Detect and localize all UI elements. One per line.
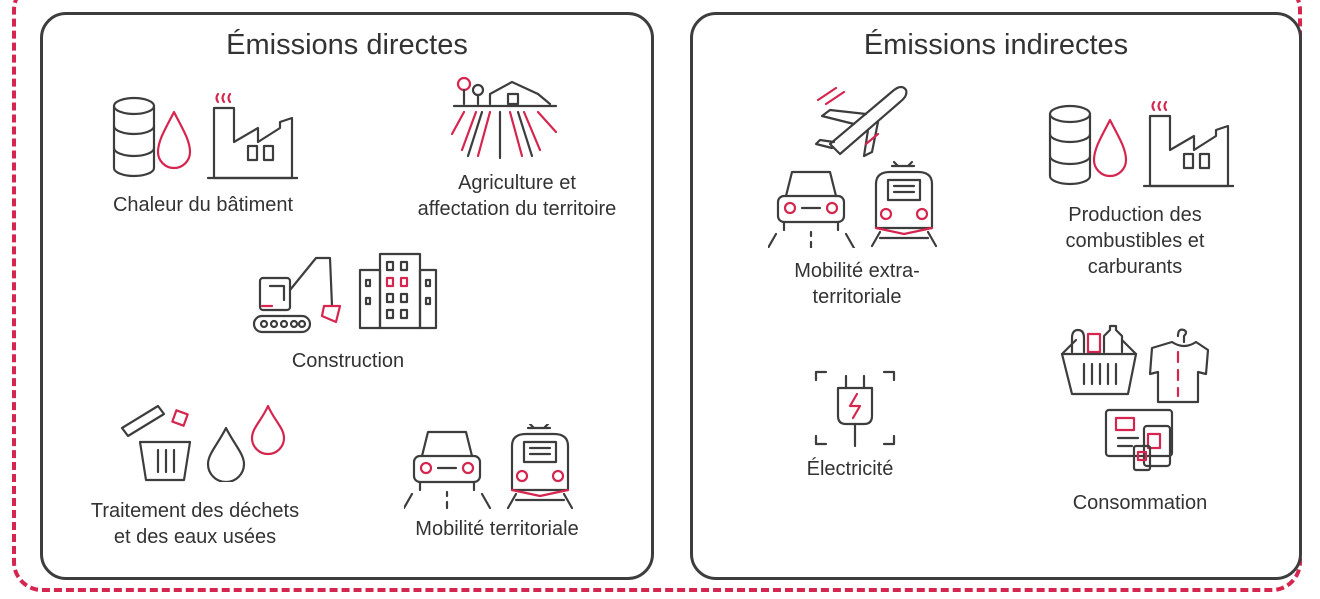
construction-label: Construction [291, 350, 405, 372]
electricity-label: Électricité [806, 458, 894, 480]
basket-icon [1060, 324, 1138, 396]
waste-icon-group [120, 404, 286, 482]
train-icon [506, 424, 574, 510]
trash-bin-icon [120, 404, 192, 482]
consumption-label: Consommation [1072, 492, 1208, 514]
farm-field-icon [450, 76, 558, 160]
drop-icon [250, 404, 286, 456]
drop-icon [1092, 118, 1128, 178]
heat-icon-group [112, 92, 298, 180]
car-icon [404, 430, 492, 510]
water-drop-icon [206, 426, 246, 482]
indirect-emissions-title: Émissions indirectes [863, 29, 1129, 61]
factory-icon [1142, 100, 1234, 188]
shirt-icon [1148, 328, 1210, 404]
waste-label: Traitement des déchets et des eaux usées [90, 500, 300, 548]
plug-icon [814, 370, 896, 448]
heat-label: Chaleur du bâtiment [112, 194, 294, 216]
factory-icon [206, 92, 298, 180]
direct-emissions-title: Émissions directes [226, 29, 468, 61]
indirect-emissions-panel: Émissions indirectes [690, 12, 1302, 580]
car-icon [768, 170, 856, 248]
barrel-icon [112, 96, 156, 178]
mobility-icon-group [404, 424, 574, 510]
airplane-icon [814, 85, 908, 158]
consumption-icon-group [1060, 324, 1210, 472]
barrel-icon [1048, 104, 1092, 186]
drop-icon [156, 110, 192, 170]
construction-icon-group [252, 252, 438, 334]
devices-icon [1104, 408, 1174, 472]
fuel-icon-group [1048, 100, 1234, 188]
excavator-icon [252, 256, 342, 334]
agri-label: Agriculture et affectation du territoire [417, 172, 617, 220]
fuel-label: Production des combustibles et carburant… [1065, 204, 1205, 278]
mobility-ext-label: Mobilité extra- territoriale [794, 260, 920, 308]
mobility-label: Mobilité territoriale [415, 518, 579, 540]
building-icon [358, 252, 438, 330]
train-icon [870, 160, 938, 248]
mobility-ext-icon-group [768, 85, 938, 248]
